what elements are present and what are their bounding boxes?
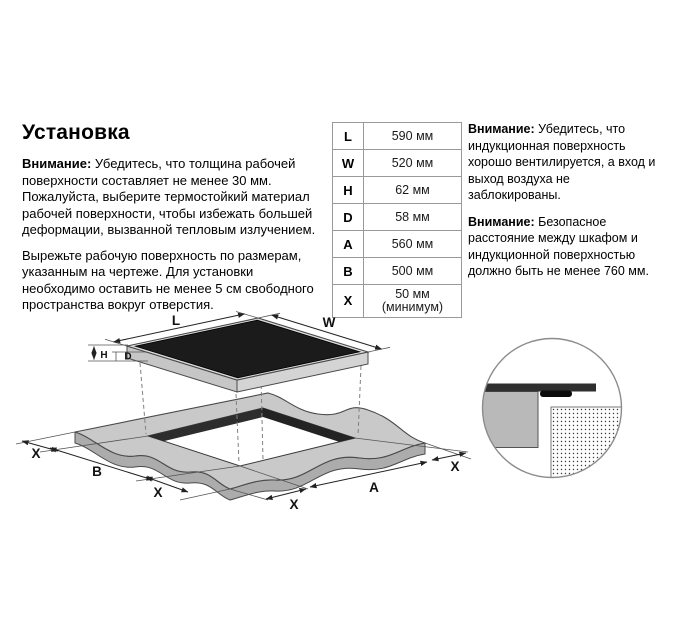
dim-label-h: H: [100, 350, 107, 361]
page-title: Установка: [22, 121, 130, 144]
cutout-wall-right: [263, 408, 355, 447]
dimension-right-group: X A X: [229, 437, 472, 512]
table-row: L 590 мм: [332, 122, 462, 150]
dim-label-cell: B: [332, 257, 364, 285]
dim-value-cell: 500 мм: [363, 257, 462, 285]
dim-label-l: L: [172, 313, 180, 328]
paragraph-distance-warning: Внимание: Безопасное расстояние между шк…: [468, 214, 666, 280]
table-row: X 50 мм (минимум): [332, 284, 462, 318]
dim-label-cell: A: [332, 230, 364, 258]
paragraph-cutout-instructions: Вырежьте рабочую поверхность по размерам…: [22, 247, 314, 313]
detail-cooktop-body: [540, 390, 572, 397]
table-row: B 500 мм: [332, 257, 462, 285]
warnings-text-column: Внимание: Убедитесь, что индукционная по…: [468, 121, 666, 290]
dim-label-a: A: [369, 480, 379, 495]
dim-value-cell: 58 мм: [363, 203, 462, 231]
warning-text: Убедитесь, что индукционная поверхность …: [468, 122, 656, 202]
dim-value-line1: 50 мм: [395, 286, 430, 301]
paragraph-ventilation-warning: Внимание: Убедитесь, что индукционная по…: [468, 121, 666, 204]
dim-label-x3: X: [450, 459, 459, 474]
installation-diagram: L W H D X B X: [15, 311, 623, 512]
warning-label: Внимание:: [468, 214, 535, 229]
dim-label-cell: D: [332, 203, 364, 231]
dimensions-table: L 590 мм W 520 мм H 62 мм D 58 мм A 560 …: [332, 122, 462, 318]
dim-label-cell: H: [332, 176, 364, 204]
dim-value-cell: 50 мм (минимум): [363, 284, 462, 318]
table-row: A 560 мм: [332, 230, 462, 258]
dimension-H-D: H D: [88, 344, 148, 363]
warning-label: Внимание:: [468, 122, 535, 136]
cross-section-detail: [481, 337, 623, 479]
dim-value-cell: 560 мм: [363, 230, 462, 258]
dim-label-b: B: [92, 464, 102, 479]
dim-value-cell: 520 мм: [363, 149, 462, 177]
warning-text: Убедитесь, что толщина рабочей поверхнос…: [22, 156, 316, 237]
dim-label-d: D: [124, 352, 131, 363]
warning-text: Безопасное расстояние между шкафом и инд…: [468, 214, 649, 279]
projection-lines: [139, 362, 362, 464]
dim-label-cell: W: [332, 149, 364, 177]
paragraph-warning-thickness: Внимание: Убедитесь, что толщина рабочей…: [22, 156, 324, 239]
detail-cooktop-glass-bar: [482, 383, 596, 392]
dimension-W: W: [257, 312, 391, 353]
cutout-wall-left: [148, 408, 263, 445]
table-row: D 58 мм: [332, 203, 462, 231]
dim-value-cell: 62 мм: [363, 176, 462, 204]
detail-cabinet-hatched: [550, 406, 622, 478]
dim-label-x1: X: [31, 446, 40, 461]
dim-label-x4: X: [289, 497, 298, 512]
table-row: H 62 мм: [332, 176, 462, 204]
intro-text-column: Внимание: Убедитесь, что толщина рабочей…: [22, 156, 324, 323]
detail-circle-outline: [481, 337, 623, 479]
dim-value-line2: (минимум): [381, 300, 444, 314]
dim-label-x2: X: [153, 485, 162, 500]
dimension-left-group: X B X: [15, 431, 241, 501]
dim-label-w: W: [323, 315, 336, 330]
dim-label-cell: L: [332, 122, 364, 150]
warning-label: Внимание:: [22, 156, 92, 171]
table-row: W 520 мм: [332, 149, 462, 177]
dim-value-cell: 590 мм: [363, 122, 462, 150]
cutout-hole: [146, 407, 357, 467]
